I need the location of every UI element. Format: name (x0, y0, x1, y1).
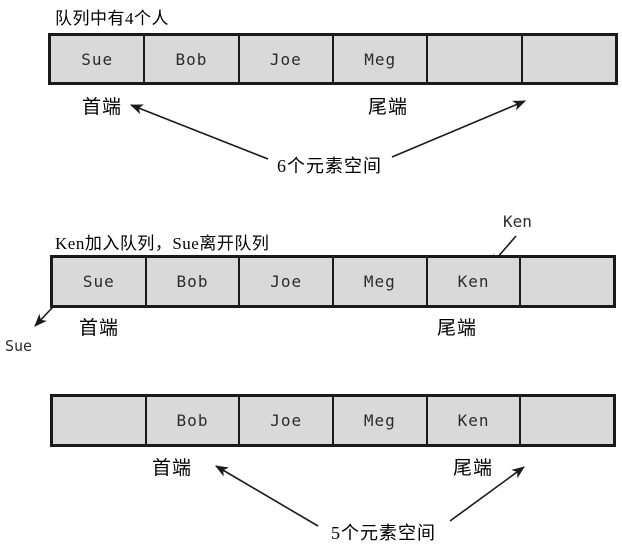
cell-label: Ken (457, 411, 490, 430)
queue-cell-bob: Bob (146, 397, 241, 444)
queue-cell-sue: Sue (51, 36, 146, 82)
queue-box-1: Sue Bob Joe Meg (48, 33, 618, 85)
queue-cell-empty (521, 397, 614, 444)
section3-tail-label: 尾端 (453, 458, 494, 479)
sue-outgoing-label: Sue (5, 337, 33, 355)
queue-cell-joe: Joe (240, 258, 335, 305)
cell-label: Meg (364, 49, 397, 69)
queue-cell-empty (53, 397, 147, 444)
section1-tail-label: 尾端 (368, 97, 409, 118)
arrow-6spaces-to-front (129, 104, 269, 160)
cell-label: Bob (176, 272, 209, 291)
queue-cell-ken: Ken (427, 397, 522, 444)
cell-label: Joe (270, 272, 303, 291)
section1-annotation: 6个元素空间 (277, 156, 382, 176)
queue-cell-joe: Joe (240, 397, 335, 444)
queue-cell-sue: Sue (53, 258, 147, 305)
queue-cell-joe: Joe (239, 36, 334, 82)
cell-label: Sue (81, 49, 114, 69)
queue-cell-meg: Meg (334, 397, 428, 444)
cell-label: Sue (82, 272, 115, 291)
cell-label: Bob (176, 411, 209, 430)
arrow-5spaces-to-front (215, 465, 319, 527)
queue-cell-meg: Meg (334, 258, 428, 305)
queue-cell-empty (521, 258, 614, 305)
cell-label: Bob (175, 49, 208, 69)
section2-front-label: 首端 (79, 318, 120, 339)
ken-incoming-label: Ken (503, 212, 532, 231)
cell-label: Meg (363, 272, 396, 291)
queue-cell-empty (428, 36, 523, 82)
section3-annotation: 5个元素空间 (331, 523, 436, 543)
queue-cell-ken: Ken (427, 258, 522, 305)
section1-title: 队列中有4个人 (55, 9, 169, 28)
cell-label: Meg (363, 411, 396, 430)
cell-label: Ken (457, 272, 490, 291)
arrow-6spaces-to-tail (391, 100, 526, 158)
queue-box-3: Bob Joe Meg Ken (50, 394, 616, 447)
queue-cell-bob: Bob (146, 258, 241, 305)
section2-tail-label: 尾端 (437, 318, 478, 339)
queue-cell-empty (522, 36, 615, 82)
queue-box-2: Sue Bob Joe Meg Ken (50, 255, 616, 308)
queue-cell-bob: Bob (145, 36, 240, 82)
section2-title: Ken加入队列，Sue离开队列 (55, 234, 270, 253)
section1-front-label: 首端 (82, 97, 123, 118)
cell-label: Joe (269, 49, 302, 69)
cell-label: Joe (270, 411, 303, 430)
section3-front-label: 首端 (152, 458, 193, 479)
queue-cell-meg: Meg (333, 36, 429, 82)
